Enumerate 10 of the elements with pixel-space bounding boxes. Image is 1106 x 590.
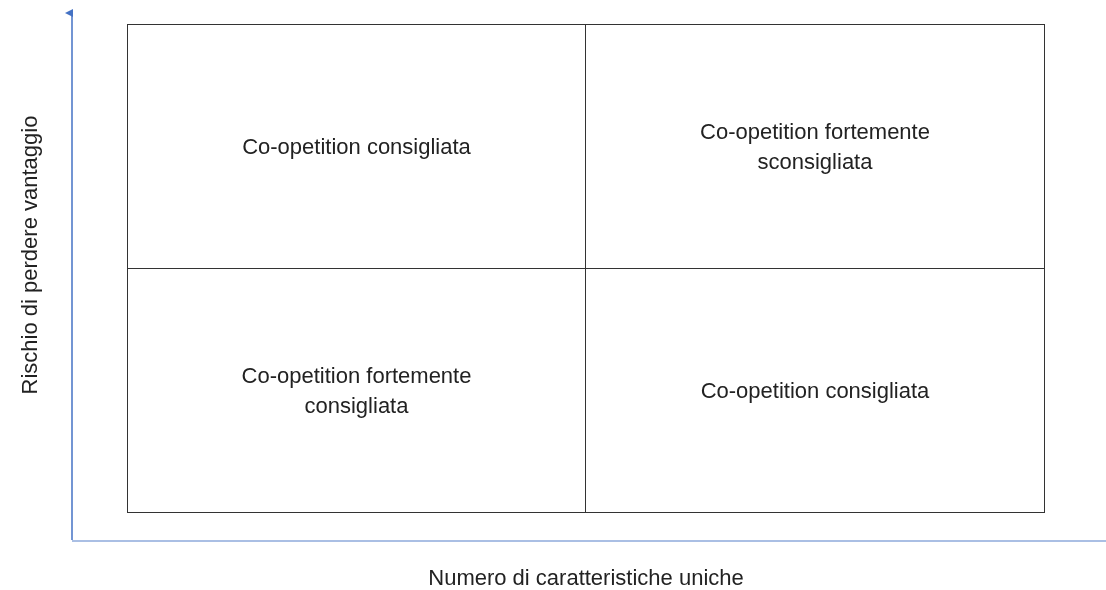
quadrant-text: Co-opetition fortemente consigliata xyxy=(240,361,473,420)
x-axis-title: Numero di caratteristiche uniche xyxy=(428,565,744,590)
matrix-quadrant xyxy=(127,268,586,513)
matrix-quadrant xyxy=(585,268,1045,513)
y-axis-title: Rischio di perdere vantaggio xyxy=(17,115,43,395)
quadrant-text: Co-opetition fortemente sconsigliata xyxy=(699,117,931,176)
quadrant-text: Co-opetition consigliata xyxy=(700,376,930,405)
matrix-quadrant xyxy=(585,24,1045,269)
quadrant-text: Co-opetition consigliata xyxy=(242,132,471,161)
matrix-quadrant xyxy=(127,24,586,269)
